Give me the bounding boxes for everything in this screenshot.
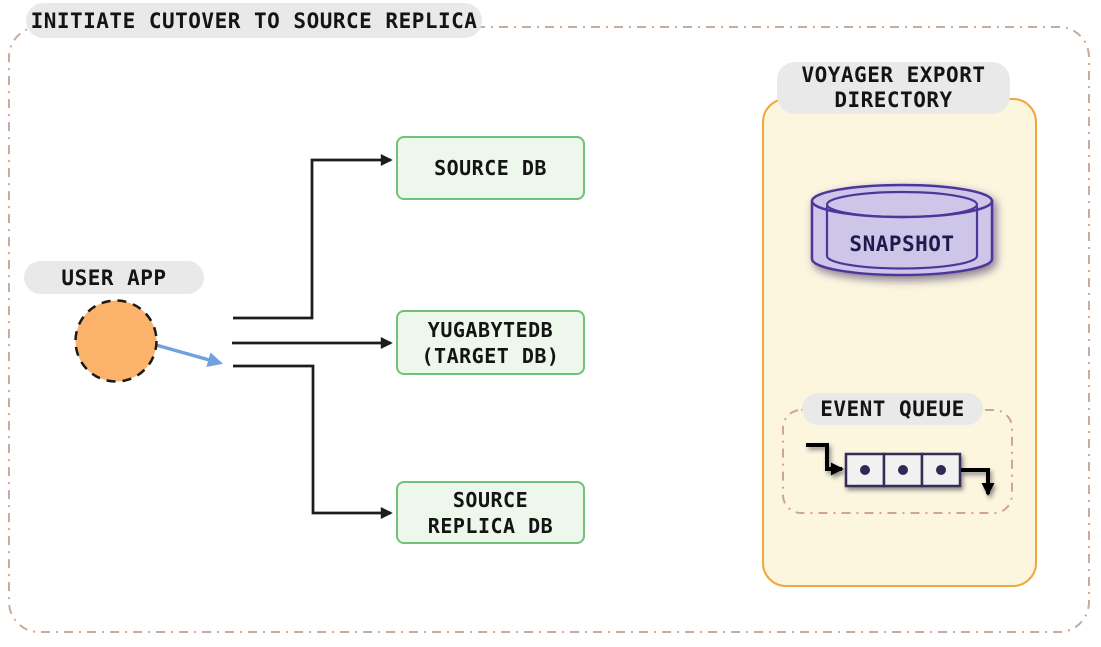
box-target-db-label-line2: (TARGET DB) <box>421 343 560 368</box>
box-source-replica-db: SOURCE REPLICA DB <box>396 481 585 544</box>
box-source-db-label: SOURCE DB <box>434 156 547 180</box>
box-source-db: SOURCE DB <box>396 136 585 200</box>
cutover-arrow <box>155 343 223 367</box>
connector-source-db <box>233 154 393 320</box>
user-app-node <box>73 298 159 384</box>
voyager-export-panel <box>762 98 1037 587</box>
snapshot-label: SNAPSHOT <box>849 232 955 256</box>
voyager-title-pill: VOYAGER EXPORT DIRECTORY <box>777 62 1010 114</box>
box-target-db-label-line1: YUGABYTEDB <box>427 317 554 342</box>
user-app-circle-icon <box>74 299 158 383</box>
box-source-replica-db-label-line2: REPLICA DB <box>427 513 554 538</box>
diagram-title: INITIATE CUTOVER TO SOURCE REPLICA <box>30 8 478 33</box>
voyager-title-line2: DIRECTORY <box>834 88 953 112</box>
diagram-title-pill: INITIATE CUTOVER TO SOURCE REPLICA <box>26 3 482 38</box>
voyager-title-line1: VOYAGER EXPORT <box>801 63 986 87</box>
user-app-label-pill: USER APP <box>24 261 204 294</box>
connector-source-replica-db <box>233 364 393 519</box>
event-queue-label: EVENT QUEUE <box>820 397 965 421</box>
user-app-label: USER APP <box>61 265 167 290</box>
box-source-replica-db-label-line1: SOURCE <box>452 487 529 512</box>
event-queue-label-pill: EVENT QUEUE <box>802 393 983 425</box>
box-target-db: YUGABYTEDB (TARGET DB) <box>396 310 585 375</box>
connector-arrows <box>232 154 393 519</box>
